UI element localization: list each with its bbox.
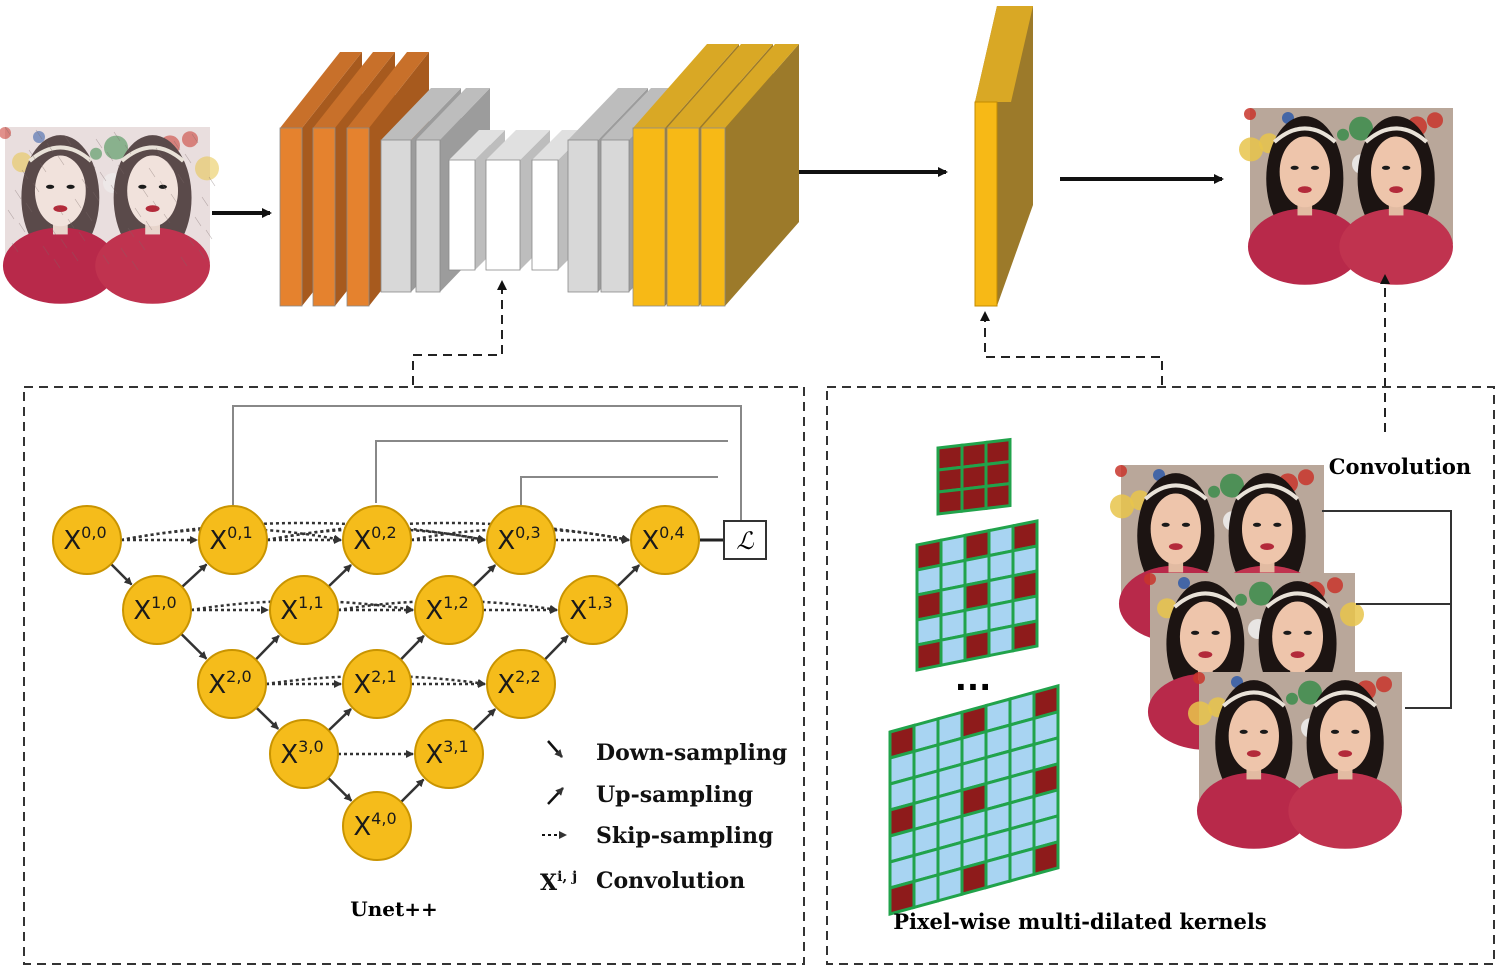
up-edge-3,1-2,2 xyxy=(472,708,497,732)
node-x-3-1: X3,1 xyxy=(414,719,484,789)
dashed-connectors xyxy=(412,274,1390,432)
legend-xij-symbol: Xi, j xyxy=(540,869,577,896)
deep-supervision-lines xyxy=(232,405,742,523)
up-edge-1,1-0,2 xyxy=(327,564,352,588)
node-label: X3,0 xyxy=(280,737,323,770)
connector-kernels-to-layer xyxy=(980,311,1163,385)
connector-unet-to-encoder xyxy=(412,280,507,385)
node-label: X1,0 xyxy=(133,593,176,626)
node-x-1-2: X1,2 xyxy=(414,575,484,645)
node-x-1-0: X1,0 xyxy=(122,575,192,645)
kernel-ellipsis: ... xyxy=(955,660,991,698)
down-edge-0,0 xyxy=(110,563,133,586)
flow-arrows xyxy=(212,167,1224,218)
node-x-1-1: X1,1 xyxy=(269,575,339,645)
loss-box: ℒ xyxy=(723,520,767,560)
convolution-bracket xyxy=(1322,510,1452,709)
kernel-active-cell xyxy=(915,638,943,672)
up-edge-2,1-1,2 xyxy=(399,634,425,661)
sampling-connections xyxy=(110,563,641,803)
decoder-layer-5 xyxy=(700,44,799,307)
kernel-5x5-dilated xyxy=(915,519,1039,672)
dense-skip-0,0-0,3 xyxy=(120,521,486,543)
up-edge-1,3-0,4 xyxy=(616,564,641,588)
node-label: X1,3 xyxy=(569,593,612,626)
node-x-3-0: X3,0 xyxy=(269,719,339,789)
kernel-active-cell xyxy=(1032,839,1060,877)
node-label: X2,0 xyxy=(208,667,251,700)
kernel-active-cell xyxy=(960,859,988,897)
node-x-2-2: X2,2 xyxy=(486,649,556,719)
dilated-kernels xyxy=(888,437,1060,916)
node-label: X1,1 xyxy=(280,593,323,626)
convolution-label: Convolution xyxy=(1329,454,1471,479)
kernel-prediction-layer xyxy=(974,6,1033,307)
legend-skip-label: Skip-sampling xyxy=(596,823,773,849)
node-x-0-1: X0,1 xyxy=(198,505,268,575)
stack-photo-3 xyxy=(1188,672,1402,849)
node-label: X0,2 xyxy=(353,523,396,556)
node-x-1-3: X1,3 xyxy=(558,575,628,645)
unet-panel-border xyxy=(23,386,805,965)
node-label: X2,1 xyxy=(353,667,396,700)
node-x-2-0: X2,0 xyxy=(197,649,267,719)
node-x-0-3: X0,3 xyxy=(486,505,556,575)
legend-down-label: Down-sampling xyxy=(596,740,787,766)
down-edge-3,0 xyxy=(327,776,353,802)
unet-nodes: X0,0 X0,1 X0,2 X0,3 X0,4X1,0 X1,1 X1,2 X1,3X2,0… xyxy=(52,505,700,861)
up-edge-1,2-0,3 xyxy=(472,564,497,588)
kernel-cell xyxy=(1008,846,1036,883)
kernels-caption: Pixel-wise multi-dilated kernels xyxy=(893,909,1266,934)
node-x-4-0: X4,0 xyxy=(342,791,412,861)
legend-convolution-label: Convolution xyxy=(596,868,745,894)
kernel-active-cell xyxy=(984,481,1012,511)
down-edge-1,0 xyxy=(180,632,208,660)
dense-skip-0,1-0,4 xyxy=(266,521,630,543)
unet-legend: Down-sampling Up-sampling Skip-sampling … xyxy=(540,740,787,896)
node-label: X0,1 xyxy=(209,523,252,556)
node-x-0-0: X0,0 xyxy=(52,505,122,575)
kernel-cell xyxy=(987,623,1015,658)
node-label: X0,0 xyxy=(63,523,106,556)
node-label: X0,4 xyxy=(641,523,684,556)
up-edge-3,0-2,1 xyxy=(327,708,352,732)
unet-caption: Unet++ xyxy=(350,897,437,921)
node-x-0-2: X0,2 xyxy=(342,505,412,575)
up-edge-4,0-3,1 xyxy=(400,778,425,803)
kernel-active-cell xyxy=(963,628,991,663)
network-blocks xyxy=(279,44,799,307)
node-x-0-4: X0,4 xyxy=(630,505,700,575)
kernel-active-cell xyxy=(936,487,964,516)
down-edge-2,0 xyxy=(255,706,280,730)
kernel-cell xyxy=(912,872,940,910)
input-image-photo xyxy=(0,126,219,304)
kernel-active-cell xyxy=(960,484,988,513)
unet-plus-plus-graph: ℒ X0,0 X0,1 X0,2 X0,3 X0,4X1,0 X1,1 X1,2 X1,3X2… xyxy=(52,405,787,921)
node-label: X4,0 xyxy=(353,809,396,842)
kernel-3x3 xyxy=(936,437,1012,516)
kernel-7x7-dilated xyxy=(888,683,1060,916)
kernel-active-cell xyxy=(1011,619,1039,653)
node-label: X3,1 xyxy=(425,737,468,770)
node-label: X1,2 xyxy=(425,593,468,626)
kernel-cell xyxy=(936,866,964,903)
up-arrow-icon xyxy=(547,787,564,805)
up-edge-1,0-0,1 xyxy=(181,563,208,588)
node-label: X2,2 xyxy=(497,667,540,700)
node-label: X0,3 xyxy=(497,523,540,556)
down-arrow-icon xyxy=(547,740,563,758)
loss-symbol: ℒ xyxy=(736,527,754,555)
legend-up-label: Up-sampling xyxy=(596,782,753,808)
up-edge-2,2-1,3 xyxy=(543,634,569,661)
up-edge-2,0-1,1 xyxy=(254,634,280,661)
output-image-photo xyxy=(1239,108,1453,285)
kernel-cell xyxy=(984,853,1012,890)
node-x-2-1: X2,1 xyxy=(342,649,412,719)
kernel-panel-border xyxy=(826,386,1495,965)
